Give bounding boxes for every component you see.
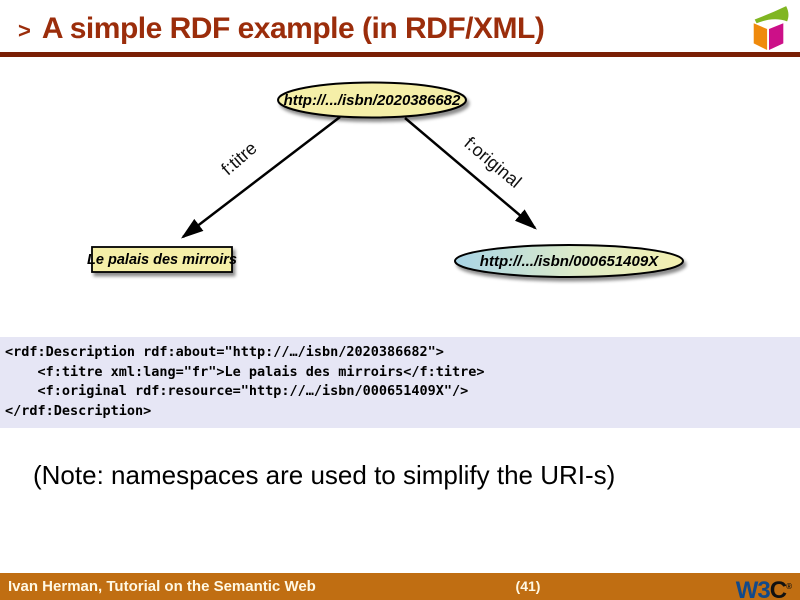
page-title: A simple RDF example (in RDF/XML) [41, 12, 545, 45]
object-node [454, 244, 684, 278]
subject-node [277, 81, 467, 119]
w3c-logo-mark: ® [786, 582, 792, 591]
code-line: <f:original rdf:resource="http://…/isbn/… [5, 383, 469, 399]
footer-author: Ivan Herman, Tutorial on the Semantic We… [8, 578, 316, 595]
footer-bar: Ivan Herman, Tutorial on the Semantic We… [0, 573, 800, 600]
edge-original-arrow [404, 117, 537, 230]
edge-label-original: f:original [460, 133, 525, 192]
w3c-logo-c: C [769, 577, 787, 600]
cube-logo-icon [753, 6, 789, 50]
w3c-logo-w3: W3 [735, 577, 771, 600]
title-rule [0, 52, 800, 57]
header: > A simple RDF example (in RDF/XML) [18, 12, 738, 46]
literal-node [91, 246, 233, 273]
title-bullet: > [18, 18, 31, 43]
rdf-graph-diagram: f:titre f:original http://.../isbn/20203… [87, 81, 684, 278]
rdfxml-code-block: <rdf:Description rdf:about="http://…/isb… [0, 337, 800, 428]
code-line: <f:titre xml:lang="fr">Le palais des mir… [5, 363, 485, 380]
code-line: </rdf:Description> [5, 402, 152, 419]
literal-node-label: Le palais des mirroirs [87, 252, 237, 268]
code-line: <rdf:Description rdf:about="http://…/isb… [5, 344, 444, 360]
footer-page-number: (41) [515, 578, 541, 594]
edge-label-titre: f:titre [217, 138, 260, 179]
w3c-logo: W3C® [736, 573, 792, 600]
note-text: (Note: namespaces are used to simplify t… [33, 460, 616, 490]
object-node-label: http://.../isbn/000651409X [480, 253, 659, 270]
subject-node-label: http://.../isbn/2020386682 [284, 92, 461, 109]
edge-titre-arrow [181, 116, 341, 239]
